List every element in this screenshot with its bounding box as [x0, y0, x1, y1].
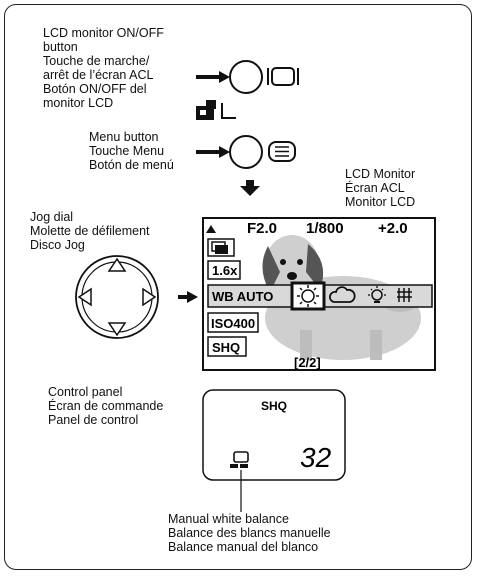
lcd-exposure-comp: +2.0 — [378, 220, 408, 237]
lcd-aperture: F2.0 — [247, 220, 277, 237]
lcd-iso: ISO400 — [211, 316, 255, 331]
lcd-shutter: 1/800 — [306, 220, 344, 237]
lcd-quality: SHQ — [212, 340, 240, 355]
menu-button[interactable] — [230, 136, 262, 168]
lcd-wb-label: WB AUTO — [212, 289, 273, 304]
lcd-zoom: 1.6x — [212, 263, 238, 278]
menu-button-arrow — [196, 146, 230, 158]
fluorescent-icon — [397, 288, 412, 302]
jog-dial-arrow — [178, 291, 198, 303]
control-panel-shots-remaining: 32 — [300, 442, 332, 473]
control-panel-quality: SHQ — [261, 399, 287, 413]
lcd-page-indicator: [2/2] — [294, 355, 321, 370]
down-arrow-icon — [240, 180, 260, 196]
lcd-power-button-arrow — [196, 71, 230, 83]
lcd-button-icon — [196, 100, 236, 120]
jog-dial-icon[interactable] — [76, 256, 158, 338]
monitor-icon — [268, 68, 298, 85]
menu-icon — [269, 142, 295, 161]
lcd-power-button[interactable] — [230, 61, 262, 93]
